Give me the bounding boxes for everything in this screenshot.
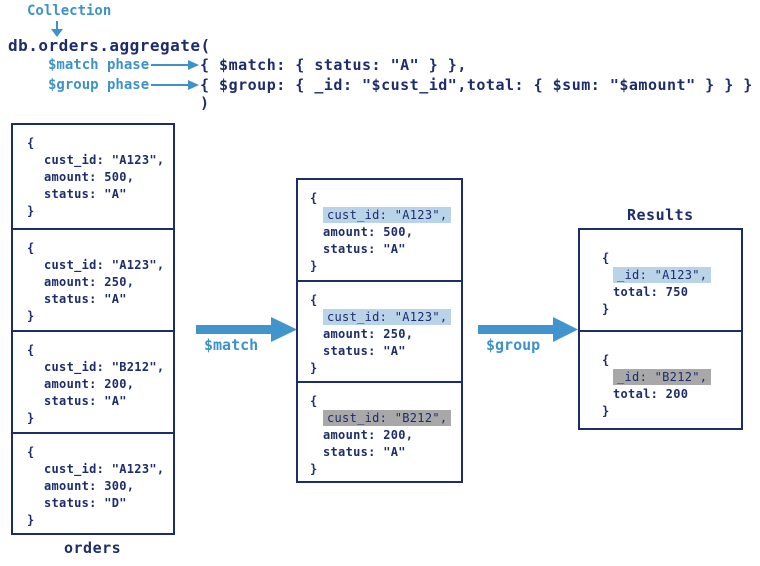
status-field: status: "A" (44, 394, 127, 408)
id-field-highlighted: _id: "A123", (613, 267, 712, 283)
match-arrow-label: $match (204, 336, 259, 354)
group-phase-arrow-icon (151, 80, 199, 90)
results-box: { _id: "A123", total: 750 } { _id: "B212… (578, 228, 743, 430)
brace-close: } (602, 404, 610, 418)
orders-box-label: orders (64, 539, 122, 557)
match-output-box: { cust_id: "A123", amount: 500, status: … (296, 178, 463, 483)
brace-open: { (27, 445, 35, 459)
order-doc-2: { cust_id: "A123", amount: 250, status: … (13, 230, 173, 332)
brace-open: { (310, 394, 318, 408)
cust-id-field: cust_id: "A123", (44, 153, 165, 167)
brace-open: { (27, 241, 35, 255)
orders-collection-box: { cust_id: "A123", amount: 500, status: … (11, 123, 175, 535)
brace-close: } (310, 361, 318, 375)
cust-id-field-highlighted: cust_id: "A123", (323, 207, 452, 223)
total-field: total: 750 (613, 285, 689, 299)
matched-doc-2: { cust_id: "A123", amount: 250, status: … (298, 282, 461, 383)
brace-open: { (310, 191, 318, 205)
brace-close: } (310, 259, 318, 273)
order-doc-3: { cust_id: "B212", amount: 200, status: … (13, 332, 173, 434)
status-field: status: "D" (44, 496, 127, 510)
brace-close: } (27, 204, 35, 218)
status-field: status: "A" (323, 242, 406, 256)
amount-field: amount: 250, (323, 327, 414, 341)
brace-close: } (602, 302, 610, 316)
status-field: status: "A" (323, 344, 406, 358)
collection-label: Collection (27, 3, 112, 19)
cust-id-field-highlighted: cust_id: "A123", (323, 309, 452, 325)
brace-open: { (27, 343, 35, 357)
total-field: total: 200 (613, 387, 689, 401)
aggregate-code-close: ) (200, 94, 210, 112)
group-phase-label: $group phase (48, 77, 150, 93)
brace-open: { (27, 136, 35, 150)
aggregate-code-open: db.orders.aggregate( (8, 36, 211, 55)
brace-close: } (27, 513, 35, 527)
brace-close: } (27, 411, 35, 425)
matched-doc-1: { cust_id: "A123", amount: 500, status: … (298, 180, 461, 282)
cust-id-field: cust_id: "A123", (44, 462, 165, 476)
amount-field: amount: 300, (44, 479, 135, 493)
brace-close: } (310, 462, 318, 476)
amount-field: amount: 500, (44, 170, 135, 184)
group-stage-code: { $group: { _id: "$cust_id",total: { $su… (200, 76, 753, 94)
collection-down-arrow-icon (51, 21, 63, 37)
amount-field: amount: 200, (44, 377, 135, 391)
match-phase-arrow-icon (151, 60, 199, 70)
brace-open: { (310, 293, 318, 307)
brace-open: { (602, 251, 610, 265)
order-doc-4: { cust_id: "A123", amount: 300, status: … (13, 434, 173, 533)
results-box-label: Results (627, 206, 694, 224)
match-phase-label: $match phase (48, 57, 150, 73)
cust-id-field: cust_id: "A123", (44, 258, 165, 272)
id-field-highlighted: _id: "B212", (613, 369, 712, 385)
amount-field: amount: 200, (323, 428, 414, 442)
match-stage-code: { $match: { status: "A" } }, (200, 56, 467, 74)
cust-id-field-highlighted: cust_id: "B212", (323, 410, 452, 426)
amount-field: amount: 250, (44, 275, 135, 289)
status-field: status: "A" (323, 445, 406, 459)
brace-close: } (27, 309, 35, 323)
cust-id-field: cust_id: "B212", (44, 360, 165, 374)
result-doc-1: { _id: "A123", total: 750 } (580, 230, 741, 332)
result-doc-2: { _id: "B212", total: 200 } (580, 332, 741, 428)
order-doc-1: { cust_id: "A123", amount: 500, status: … (13, 125, 173, 230)
amount-field: amount: 500, (323, 225, 414, 239)
status-field: status: "A" (44, 187, 127, 201)
status-field: status: "A" (44, 292, 127, 306)
matched-doc-3: { cust_id: "B212", amount: 200, status: … (298, 383, 461, 481)
group-arrow-label: $group (486, 336, 541, 354)
brace-open: { (602, 353, 610, 367)
